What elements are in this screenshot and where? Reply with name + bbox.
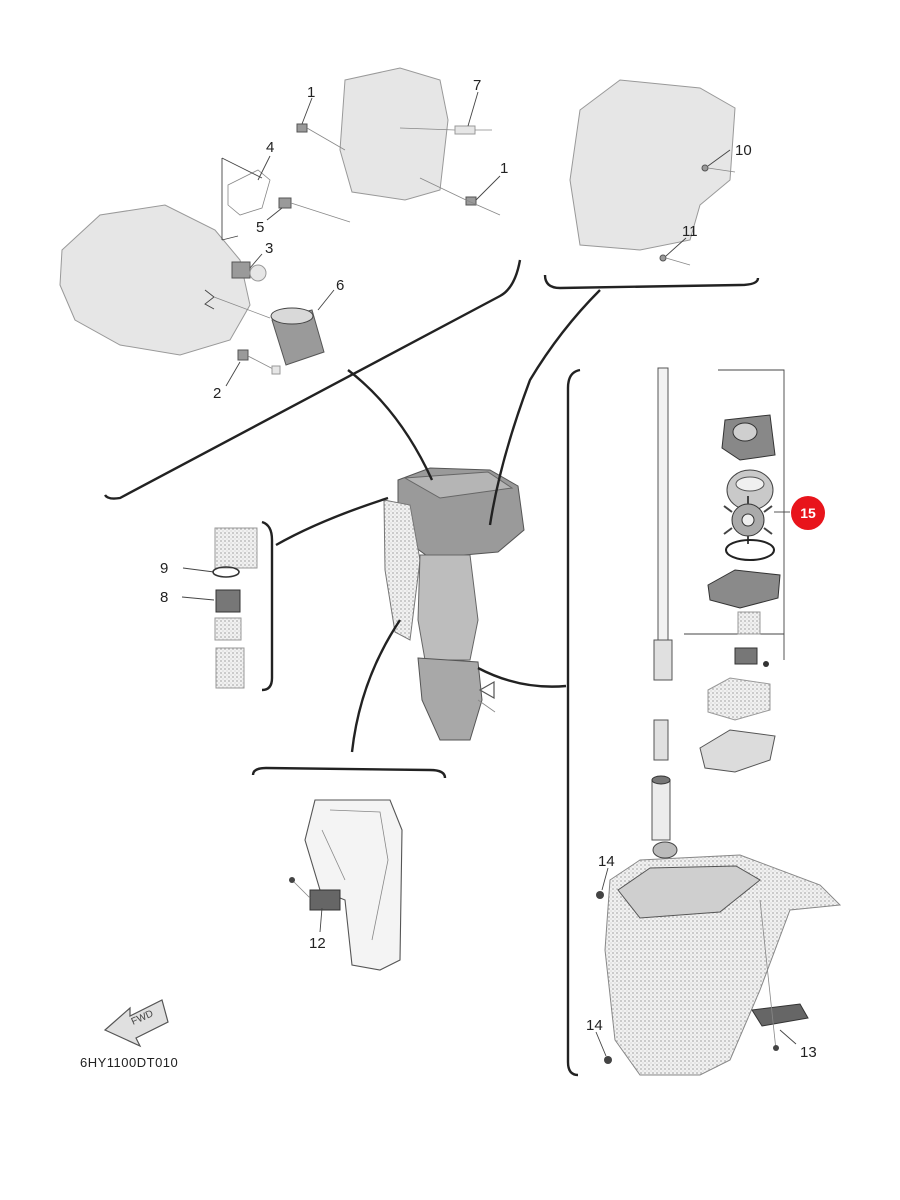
callout-9: 9 (160, 560, 168, 577)
highlight-badge (791, 496, 825, 530)
outboard-motor (383, 467, 525, 741)
callout-3: 3 (265, 240, 273, 257)
callout-1: 1 (500, 160, 508, 177)
callouts: 1 1 2 3 4 5 6 7 8 9 10 11 12 13 14 14 15 (160, 77, 825, 1061)
callout-11: 11 (682, 223, 698, 240)
callout-12: 12 (309, 935, 326, 952)
bracket-group (289, 799, 403, 971)
callout-2: 2 (213, 385, 221, 402)
callout-14: 14 (598, 853, 615, 870)
callout-4: 4 (266, 139, 274, 156)
fwd-arrow: FWD (103, 999, 169, 1048)
impeller (723, 496, 773, 544)
oil-filter (270, 307, 325, 366)
callout-15: 15 (800, 505, 816, 521)
upper-casing-group (569, 79, 736, 266)
diagram-code: 6HY1100DT010 (80, 1055, 178, 1070)
callout-15-highlight: 15 (791, 496, 825, 530)
callout-1: 1 (307, 84, 315, 101)
powerhead-group (59, 67, 501, 375)
waterpump-group (651, 367, 785, 841)
leader-lines (181, 91, 797, 1057)
callout-8: 8 (160, 589, 168, 606)
callout-13: 13 (800, 1044, 817, 1061)
gearcase-group (596, 841, 842, 1076)
callout-14: 14 (586, 1017, 603, 1034)
callout-10: 10 (735, 142, 752, 159)
thermostat-group (212, 527, 258, 689)
connector-lines (103, 259, 760, 1077)
callout-7: 7 (473, 77, 481, 94)
callout-6: 6 (336, 277, 344, 294)
callout-5: 5 (256, 219, 264, 236)
